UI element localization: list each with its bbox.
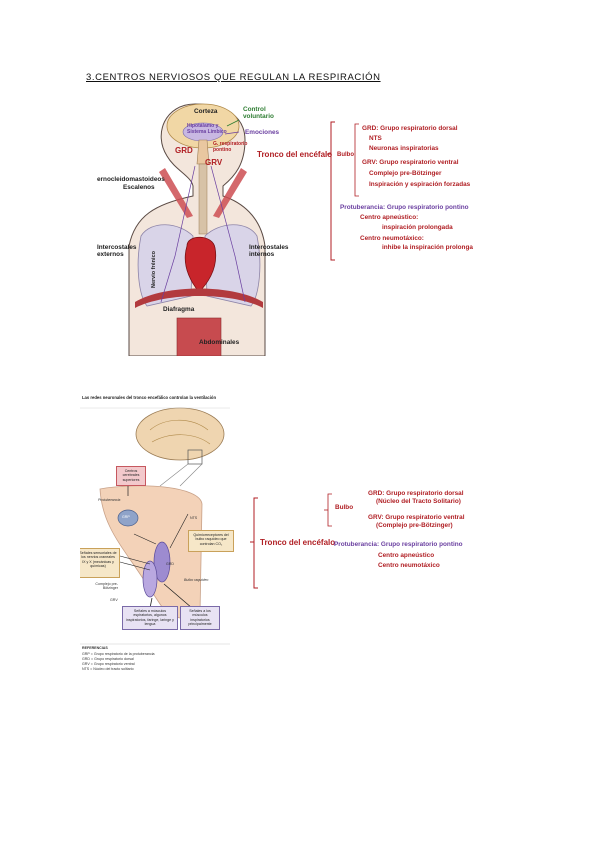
bracket2-line-1: GRD: Grupo respiratorio dorsal	[368, 490, 464, 497]
label-nts: NTS	[190, 516, 198, 520]
brainstem-illustration	[80, 407, 332, 645]
bracket-line-4: GRV: Grupo respiratorio ventral	[362, 159, 459, 166]
bracket2-line-4: (Complejo pre-Bötzinger)	[376, 522, 453, 529]
referencia-1: GRP = Grupo respiratorio de la protubera…	[82, 652, 155, 656]
box-quimiorreceptores: Quimiorreceptores del bulbo raquídeo que…	[188, 530, 234, 552]
label-escalenos: Escalenos	[123, 184, 155, 191]
label-escm: ernocleidomastoideos	[97, 176, 165, 183]
label-emociones: Emociones	[245, 129, 280, 136]
bracket-line-6: Inspiración y espiración forzadas	[369, 181, 471, 188]
referencia-3: GRV = Grupo respiratorio ventral	[82, 662, 135, 666]
label-grv-small: GRV	[110, 598, 118, 602]
bracket-line-5: Complejo pre-Bötzinger	[369, 170, 442, 177]
bracket-line-7: Protuberancia: Grupo respiratorio pontin…	[340, 204, 469, 211]
label-tronco: Tronco del encéfalo	[257, 150, 333, 159]
label-intercostales-int: Intercostales internos	[249, 244, 289, 259]
label-intercostales-ext: Intercostales externos	[97, 244, 137, 259]
label-grv: GRV	[205, 158, 223, 167]
bracket-line-8: Centro apneústico:	[360, 214, 419, 221]
label-grd: GRD	[175, 146, 193, 155]
label-diafragma: Diafragma	[163, 306, 195, 313]
bracket-line-9: inspiración prolongada	[382, 224, 453, 231]
figure2-caption: Las redes neuronales del tronco encefáli…	[82, 395, 217, 400]
bracket-line-1: GRD: Grupo respiratorio dorsal	[362, 125, 458, 132]
bracket2-line-6: Centro apneústico	[378, 552, 435, 559]
label-protuberancia: Protuberancia	[98, 498, 121, 502]
respiration-figure-2: Las redes neuronales del tronco encefáli…	[80, 394, 500, 676]
body-illustration	[128, 103, 359, 356]
label-bulbo-2: Bulbo	[335, 504, 354, 511]
bracket-line-3: Neuronas inspiratorias	[369, 145, 439, 152]
label-nervio-frenico: Nervio frénico	[151, 251, 157, 288]
bracket-line-2: NTS	[369, 135, 382, 142]
bracket2-line-7: Centro neumotáxico	[378, 562, 440, 569]
label-corteza: Corteza	[194, 108, 218, 115]
bracket-line-11: inhibe la inspiración prolonga	[382, 244, 473, 251]
referencia-4: NTS = Núcleo del tracto solitario	[82, 667, 134, 671]
box-centros: Centros cerebrales superiores	[116, 466, 146, 486]
label-hipotalamo: Hipotálamo y Sistema Límbico	[187, 123, 227, 135]
label-bulbo: Bulbo	[337, 152, 354, 158]
box-musculos-1: Señales a músculos espiratorios, algunos…	[122, 606, 178, 630]
referencias-title: REFERENCIAS	[82, 646, 108, 650]
referencia-2: GRD = Grupo respiratorio dorsal	[82, 657, 134, 661]
box-senales-sensoriales: Señales sensoriales de los nervios crane…	[80, 548, 120, 578]
label-grp: G. respiratorio pontino	[213, 141, 248, 153]
label-abdominales: Abdominales	[199, 339, 240, 346]
respiration-figure-1: Corteza Control voluntario Hipotálamo y …	[95, 96, 483, 356]
label-bulbo-raquideo: Bulbo raquídeo	[184, 578, 209, 582]
label-grd-small: GRD	[166, 562, 174, 566]
label-complejo: Complejo pre-Bötzinger	[95, 582, 118, 591]
bracket2-line-5: Protuberancia: Grupo respiratorio pontin…	[334, 541, 463, 548]
bracket2-line-3: GRV: Grupo respiratorio ventral	[368, 514, 465, 521]
label-tronco-encefalo: Tronco del encéfalo	[260, 538, 336, 547]
bracket2-line-2: (Núcleo del Tracto Solitario)	[376, 498, 461, 505]
label-control-voluntario: Control voluntario	[243, 106, 274, 121]
label-grp: GRP	[122, 515, 130, 519]
box-musculos-2: Señales a los músculos inspiratorios pri…	[180, 606, 220, 630]
section-heading: 3.CENTROS NERVIOSOS QUE REGULAN LA RESPI…	[86, 72, 381, 83]
bracket-line-10: Centro neumotáxico:	[360, 235, 424, 242]
